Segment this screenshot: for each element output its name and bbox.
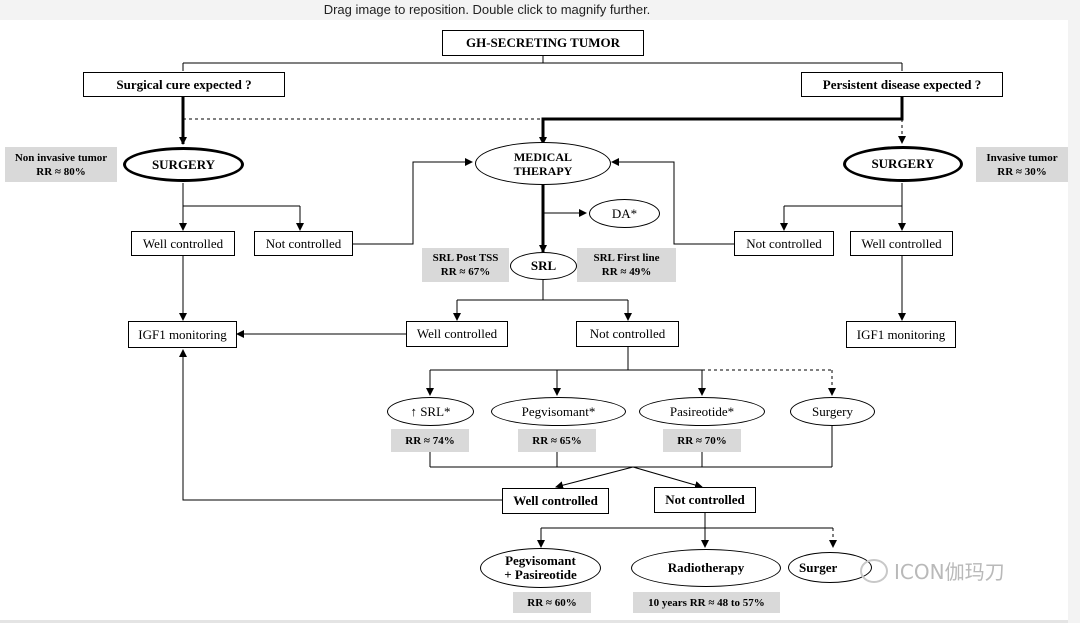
not-controlled-left[interactable]: Not controlled <box>254 231 353 256</box>
invasive-title: Invasive tumor <box>986 151 1058 164</box>
surgical-cure-text: Surgical cure expected ? <box>116 76 252 92</box>
well-controlled-lower-text: Well controlled <box>513 493 598 508</box>
pasireotide-text: Pasireotide* <box>669 403 735 419</box>
not-controlled-right-text: Not controlled <box>746 235 822 251</box>
srl-first-title: SRL First line <box>593 252 660 264</box>
persistent-disease-text: Persistent disease expected ? <box>822 76 982 92</box>
bottom-scroll-track[interactable] <box>0 620 1068 623</box>
srl-post-tss-label: SRL Post TSS RR ≈ 67% <box>422 248 509 282</box>
diagram-canvas[interactable]: GH-SECRETING TUMOR Surgical cure expecte… <box>0 20 1068 620</box>
medical-line1: MEDICAL <box>513 149 572 164</box>
igf1-right-text: IGF1 monitoring <box>856 326 946 342</box>
rr-74-text: RR ≈ 74% <box>405 434 455 447</box>
rr-radiotherapy-label: 10 years RR ≈ 48 to 57% <box>633 592 780 613</box>
watermark: ICON伽玛刀 <box>860 556 1005 585</box>
not-controlled-left-text: Not controlled <box>265 235 342 251</box>
srl-node[interactable]: SRL <box>510 252 577 280</box>
top-hint-bar: Drag image to reposition. Double click t… <box>0 0 1080 20</box>
surgical-cure-box[interactable]: Surgical cure expected ? <box>83 72 285 97</box>
title-box[interactable]: GH-SECRETING TUMOR <box>442 30 644 56</box>
surgery-option-node[interactable]: Surgery <box>790 397 875 426</box>
persistent-disease-box[interactable]: Persistent disease expected ? <box>801 72 1003 97</box>
well-controlled-left-text: Well controlled <box>142 235 224 251</box>
surgery-option-text: Surgery <box>812 403 853 419</box>
rr-70-text: RR ≈ 70% <box>677 434 727 447</box>
up-srl-node[interactable]: ↑ SRL* <box>387 397 474 426</box>
connector-lines <box>179 54 906 548</box>
non-invasive-rr: RR ≈ 80% <box>36 165 86 178</box>
rr-74-label: RR ≈ 74% <box>391 429 469 452</box>
combo-line2: + Pasireotide <box>504 567 577 582</box>
combo-line1: Pegvisomant <box>505 553 576 568</box>
medical-line2: THERAPY <box>513 163 573 178</box>
not-controlled-middle[interactable]: Not controlled <box>576 321 679 347</box>
not-controlled-lower[interactable]: Not controlled <box>654 487 756 513</box>
medical-therapy-node[interactable]: MEDICAL THERAPY <box>475 142 611 185</box>
right-scroll-track[interactable] <box>1068 20 1080 623</box>
rr-60-text: RR ≈ 60% <box>527 596 577 609</box>
radiotherapy-node[interactable]: Radiotherapy <box>631 549 781 587</box>
srl-first-line-label: SRL First line RR ≈ 49% <box>577 248 676 282</box>
title-text: GH-SECRETING TUMOR <box>466 35 620 50</box>
reposition-hint: Drag image to reposition. Double click t… <box>323 2 651 17</box>
rr-65-label: RR ≈ 65% <box>518 429 596 452</box>
well-controlled-left[interactable]: Well controlled <box>131 231 235 256</box>
invasive-label: Invasive tumor RR ≈ 30% <box>976 147 1068 182</box>
rr-65-text: RR ≈ 65% <box>532 434 582 447</box>
not-controlled-middle-text: Not controlled <box>589 326 666 341</box>
rr-radiotherapy-text: 10 years RR ≈ 48 to 57% <box>648 596 765 609</box>
srl-first-rr: RR ≈ 49% <box>601 266 652 278</box>
srl-post-rr: RR ≈ 67% <box>440 266 491 278</box>
surgery-right-node[interactable]: SURGERY <box>843 146 963 182</box>
pegvisomant-text: Pegvisomant* <box>521 403 596 419</box>
surgery-final-text: Surger <box>799 559 838 575</box>
combo-therapy-node[interactable]: Pegvisomant + Pasireotide <box>480 548 601 588</box>
well-controlled-middle-text: Well controlled <box>416 326 498 341</box>
surgery-final-node[interactable]: Surger <box>788 552 872 583</box>
igf1-monitoring-left[interactable]: IGF1 monitoring <box>128 321 237 348</box>
not-controlled-lower-text: Not controlled <box>665 492 745 507</box>
non-invasive-title: Non invasive tumor <box>14 151 108 164</box>
up-srl-text: ↑ SRL* <box>410 403 451 419</box>
da-text: DA* <box>611 205 638 221</box>
srl-post-title: SRL Post TSS <box>432 252 499 264</box>
pegvisomant-node[interactable]: Pegvisomant* <box>491 397 626 426</box>
well-controlled-right[interactable]: Well controlled <box>850 231 953 256</box>
igf1-monitoring-right[interactable]: IGF1 monitoring <box>846 321 956 348</box>
surgery-left-node[interactable]: SURGERY <box>123 147 244 182</box>
rr-60-label: RR ≈ 60% <box>513 592 591 613</box>
not-controlled-right[interactable]: Not controlled <box>734 231 834 256</box>
non-invasive-label: Non invasive tumor RR ≈ 80% <box>5 147 117 182</box>
invasive-rr: RR ≈ 30% <box>997 165 1047 178</box>
da-node[interactable]: DA* <box>589 199 660 228</box>
watermark-text: ICON伽玛刀 <box>894 560 1005 584</box>
surgery-right-text: SURGERY <box>871 156 935 171</box>
rr-70-label: RR ≈ 70% <box>663 429 741 452</box>
surgery-left-text: SURGERY <box>151 156 216 172</box>
radiotherapy-text: Radiotherapy <box>667 560 745 575</box>
well-controlled-middle[interactable]: Well controlled <box>406 321 508 347</box>
well-controlled-right-text: Well controlled <box>861 235 942 251</box>
well-controlled-lower[interactable]: Well controlled <box>502 488 609 514</box>
wechat-logo-icon <box>860 558 888 583</box>
srl-text: SRL <box>530 258 557 273</box>
igf1-left-text: IGF1 monitoring <box>138 326 227 342</box>
pasireotide-node[interactable]: Pasireotide* <box>639 397 765 426</box>
